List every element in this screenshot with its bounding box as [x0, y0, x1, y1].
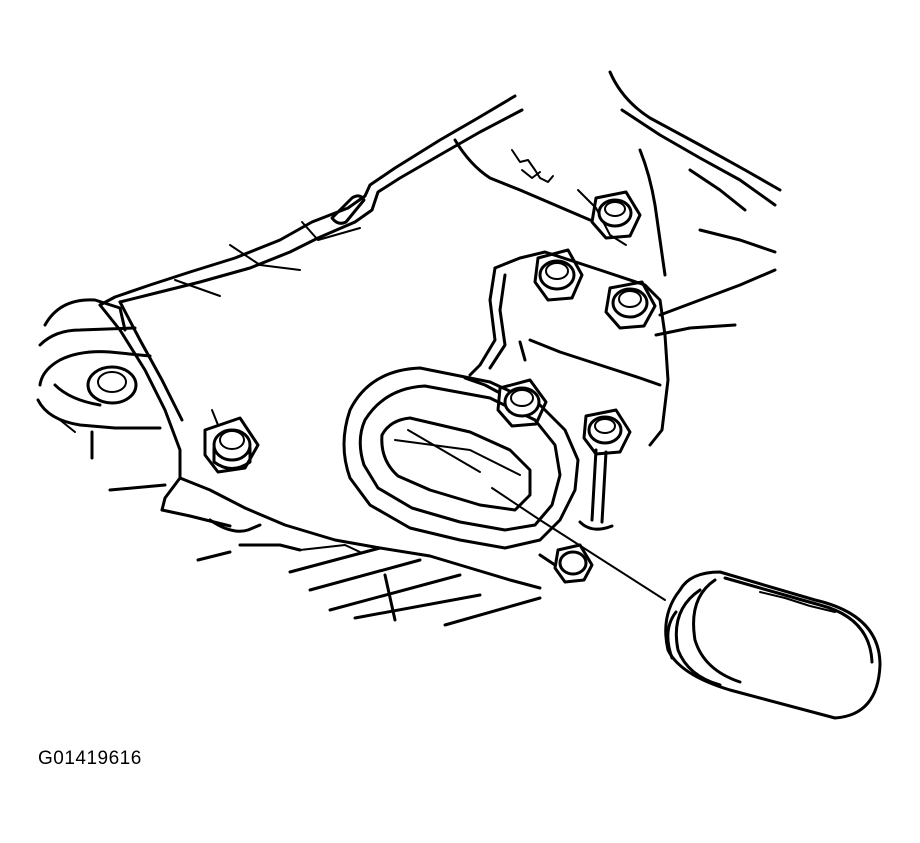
mounting-bracket	[463, 250, 670, 447]
left-mount-boss	[36, 298, 162, 460]
bracket-bolt-lower-left	[496, 378, 548, 428]
case-casting-mark	[511, 149, 554, 183]
case-lower-outline	[98, 300, 542, 590]
bracket-bolt-upper-right	[604, 280, 657, 330]
bracket-bolt-lower-right	[578, 408, 632, 531]
leader-line	[407, 429, 666, 601]
plug-cap	[664, 570, 882, 720]
case-upper-edge	[98, 94, 524, 307]
case-opening-flange	[342, 366, 580, 550]
pan-bolt	[538, 543, 594, 584]
oil-pan-ribs	[288, 544, 542, 627]
flange-bolt-left	[203, 409, 260, 474]
bell-housing-contours	[453, 70, 782, 337]
flange-slot	[301, 194, 366, 241]
housing-bolt-top	[590, 190, 642, 240]
figure-id-label: G01419616	[38, 748, 142, 769]
case-edge-detail	[174, 244, 301, 297]
bracket-bolt-upper-left	[533, 248, 584, 302]
